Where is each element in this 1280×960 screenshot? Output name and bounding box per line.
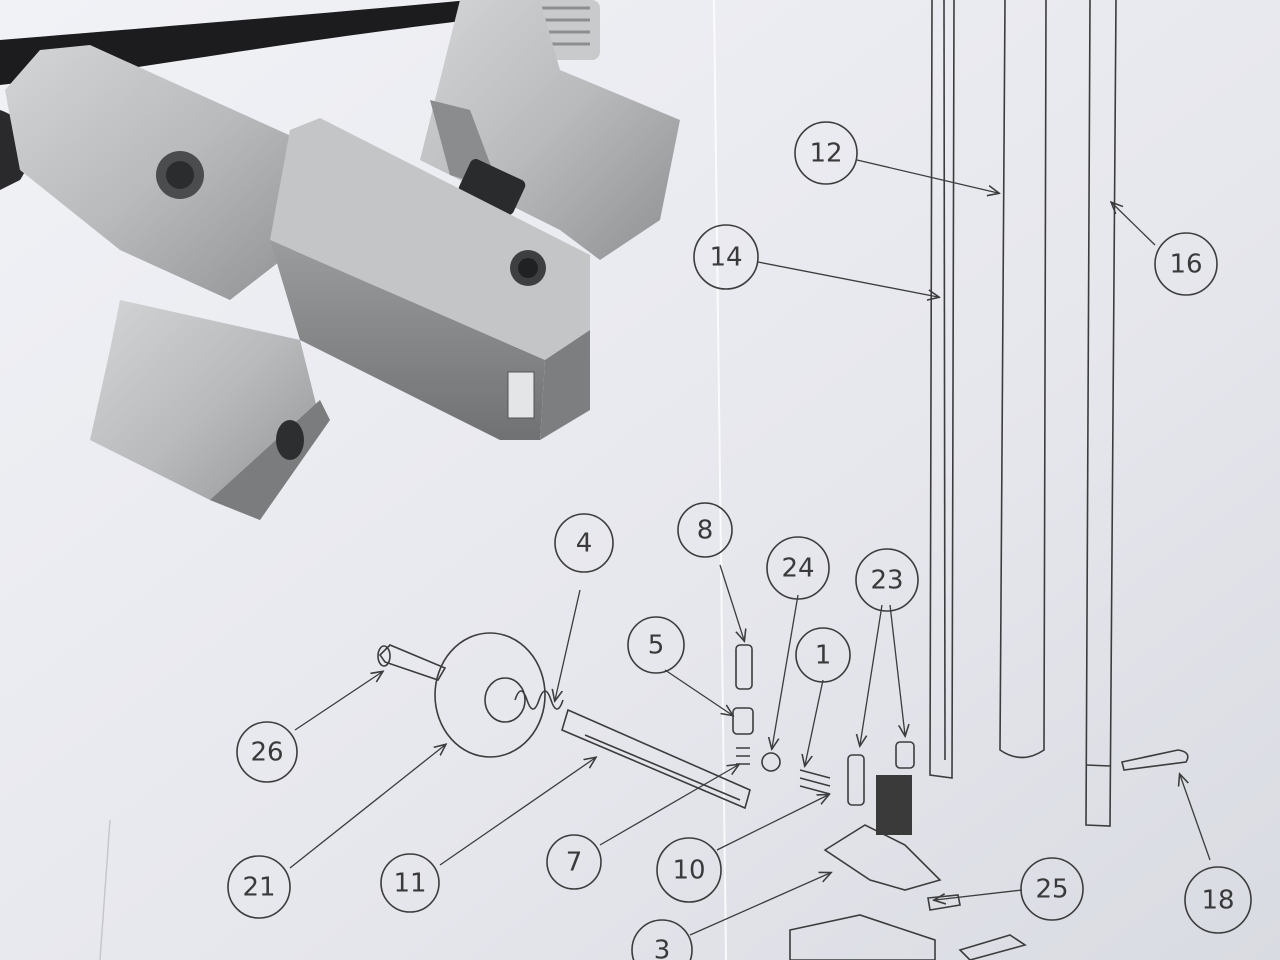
callout-14-label: 14: [709, 243, 742, 273]
pin-23-left-drawing: [847, 754, 865, 806]
ball-24-drawing: [761, 752, 781, 772]
callout-5-label: 5: [648, 631, 665, 661]
pin-23-right-drawing: [895, 741, 915, 769]
base-3-drawing: [823, 824, 942, 891]
pin-18-drawing: [1121, 749, 1189, 771]
callout-18-label: 18: [1201, 886, 1234, 916]
rubber-pad: [458, 159, 526, 215]
exploded-diagram: [377, 0, 1189, 960]
callout-1-label: 1: [815, 641, 832, 671]
callout-11-label: 11: [393, 869, 426, 899]
rod-12-drawing: [999, 0, 1047, 759]
pin-8-drawing: [735, 644, 753, 690]
screw-25-drawing: [927, 894, 961, 911]
spring-1-drawing: [799, 769, 831, 795]
callout-10-label: 10: [672, 856, 705, 886]
paper-fold-line: [713, 0, 727, 960]
part-label: [507, 371, 535, 419]
rod-14-drawing: [929, 0, 955, 779]
sleeve-5-drawing: [732, 707, 754, 735]
metal-bracket: [5, 0, 680, 520]
callout-4-label: 4: [576, 529, 593, 559]
callout-8-label: 8: [697, 516, 714, 546]
callout-12-label: 12: [809, 139, 842, 169]
callout-23-label: 23: [870, 566, 903, 596]
bolt-26-drawing: [378, 644, 447, 681]
callout-26-label: 26: [250, 738, 283, 768]
leader-lines: [289, 159, 1211, 936]
disc-21-drawing: [434, 632, 546, 758]
callout-25-label: 25: [1035, 875, 1068, 905]
spring-4-drawing: [514, 690, 564, 710]
callout-16-label: 16: [1169, 250, 1202, 280]
rod-16-drawing: [1085, 0, 1117, 827]
paper-crease: [99, 819, 111, 960]
callout-21-label: 21: [242, 873, 275, 903]
callout-bubbles: [227, 121, 1252, 960]
shaft-11-drawing: [561, 708, 751, 810]
callout-3-label: 3: [654, 936, 671, 960]
callout-24-label: 24: [781, 554, 814, 584]
callout-7-label: 7: [566, 848, 583, 878]
